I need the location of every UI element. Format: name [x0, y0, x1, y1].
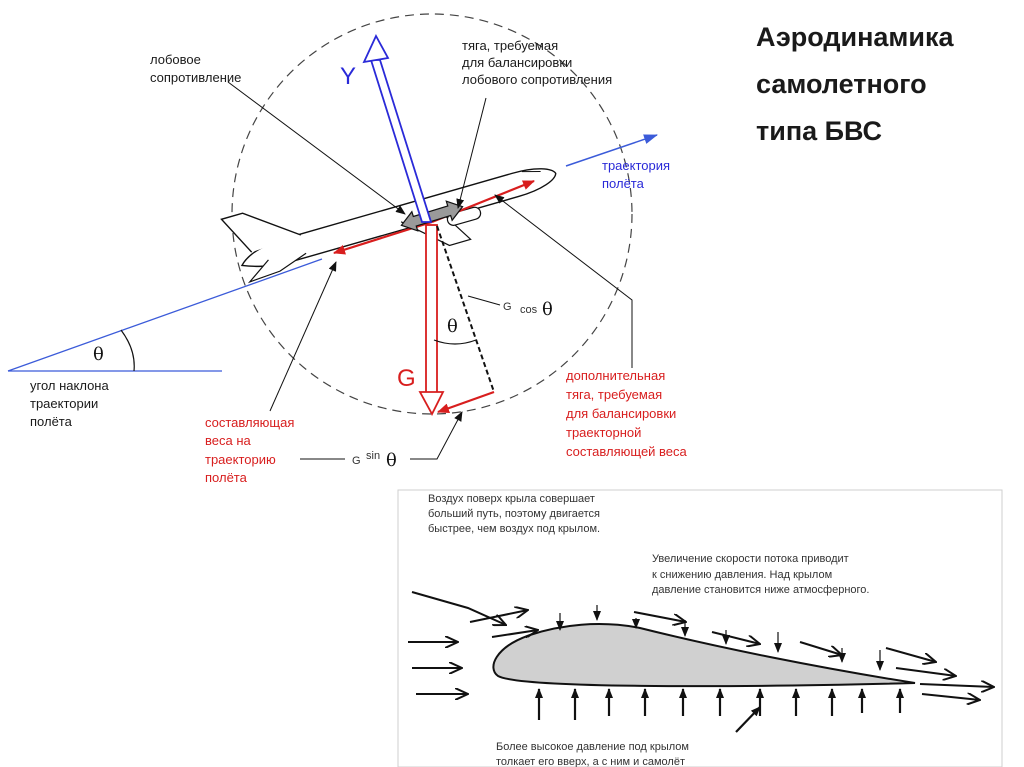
extra-thrust-leader	[494, 194, 633, 368]
flow-arrow	[921, 694, 980, 700]
title-line-2: самолетного	[756, 69, 927, 99]
airplane	[220, 168, 557, 284]
angle-label: угол наклона траектории полёта	[30, 378, 112, 429]
lift-vector	[362, 33, 433, 223]
g-cos-cos: cos	[520, 304, 538, 316]
trajectory-line	[7, 258, 323, 372]
g-cos-dashed-line	[436, 225, 495, 393]
weight-component-label: составляющая веса на траекторию полёта	[205, 415, 298, 485]
g-cos-leader	[467, 295, 501, 306]
flow-arrow	[885, 647, 936, 662]
trajectory-arrow	[565, 134, 658, 167]
g-sin-theta: θ	[386, 450, 397, 471]
flow-arrow	[919, 684, 994, 687]
airfoil-top-text: Воздух поверх крыла совершает больший пу…	[428, 493, 603, 535]
thrust-drag-label: тяга, требуемая для балансировки лобовог…	[462, 38, 612, 87]
trajectory-label: траектория полёта	[602, 158, 674, 191]
extra-thrust-label: дополнительная тяга, требуемая для балан…	[566, 368, 688, 459]
theta-arc-center	[433, 339, 477, 345]
title-line-3: типа БВС	[756, 116, 883, 146]
flow-arrow	[633, 611, 686, 622]
g-sin-sin: sin	[366, 450, 380, 462]
lift-symbol: Y	[340, 63, 356, 90]
g-sin-arrow	[437, 390, 495, 414]
g-cos-theta: θ	[542, 299, 553, 320]
flow-arrow	[895, 667, 956, 676]
flow-arrow	[799, 641, 842, 655]
g-cos-g: G	[503, 301, 512, 313]
weight-vector	[418, 224, 445, 416]
dashed-circle	[231, 13, 633, 415]
title-line-1: Аэродинамика	[756, 22, 954, 52]
drag-label: лобовое сопротивление	[150, 52, 241, 85]
thrust-drag-leader	[456, 97, 487, 209]
flow-arrow	[469, 610, 528, 623]
flow-arrow	[711, 631, 760, 644]
drag-leader	[227, 81, 406, 215]
g-sin-leader-right	[410, 411, 463, 460]
flow-arrow	[411, 591, 506, 625]
airfoil-panel: Воздух поверх крыла совершает больший пу…	[397, 489, 1003, 767]
airfoil-mid-text: Увеличение скорости потока приводит к сн…	[652, 553, 869, 596]
airfoil-bottom-text: Более высокое давление под крылом толкае…	[496, 741, 692, 767]
theta-center-symbol: θ	[447, 316, 458, 337]
g-sin-g: G	[352, 455, 361, 467]
weight-symbol: G	[397, 365, 416, 392]
weight-component-leader	[269, 261, 337, 412]
flow-arrow	[491, 630, 538, 638]
theta-left-symbol: θ	[93, 344, 104, 365]
theta-arc-left	[120, 329, 135, 372]
slide-title: Аэродинамика самолетного типа БВС	[756, 14, 1016, 155]
